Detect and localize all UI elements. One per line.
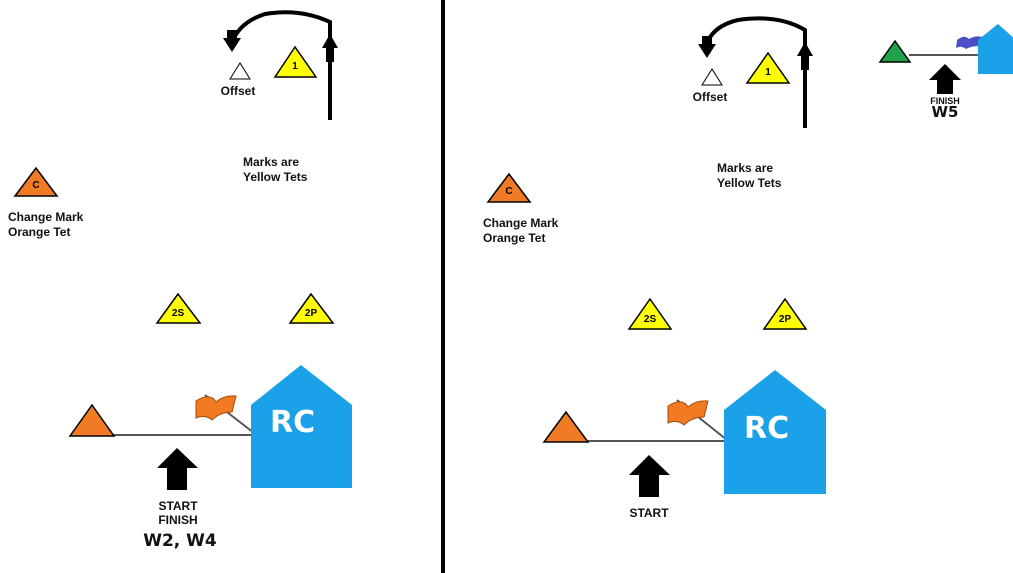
marks-note-line2: Yellow Tets (243, 170, 308, 184)
mark-1-label: 1 (292, 61, 298, 72)
change-mark-line1: Change Mark (8, 210, 84, 224)
course-path (704, 16, 807, 128)
right-course-drawing (486, 16, 1013, 497)
finish-label: FINISH (158, 513, 198, 527)
arrow-up-icon (797, 42, 813, 70)
offset-label: Offset (692, 90, 728, 104)
finish-boat-icon (978, 24, 1013, 74)
gate-2p-icon (762, 297, 808, 330)
change-mark-symbol: C (32, 180, 40, 191)
panel-divider (441, 0, 445, 573)
start-label: START (629, 506, 669, 520)
change-mark-symbol: C (505, 186, 513, 197)
arrow-down-stem (227, 30, 237, 40)
marks-note-line1: Marks are (243, 155, 300, 169)
marks-note-line2: Yellow Tets (717, 176, 782, 190)
pin-mark-icon (542, 410, 590, 443)
left-course-drawing (13, 10, 352, 490)
gate-2s-icon (627, 297, 673, 330)
left-course-diagram: Offset 1 Marks are Yellow Tets C Change … (0, 0, 440, 573)
blue-flag-icon (956, 36, 982, 49)
gate-2s-label: 2S (171, 308, 185, 319)
arrow-up-icon (322, 34, 338, 62)
gate-2p-label: 2P (778, 314, 792, 325)
start-arrow-icon (629, 455, 670, 497)
offset-mark-icon (701, 68, 723, 86)
rc-boat-icon (724, 370, 826, 494)
rc-label: RC (744, 411, 790, 446)
gate-2s-label: 2S (643, 314, 657, 325)
orange-flag-icon (667, 400, 709, 426)
marks-note-line1: Marks are (717, 161, 774, 175)
finish-label: FINISH (930, 96, 960, 106)
rc-boat-icon (251, 365, 352, 488)
green-pin-icon (878, 39, 912, 63)
start-label: START (158, 499, 198, 513)
offset-mark-icon (229, 62, 251, 80)
offset-label: Offset (220, 84, 256, 98)
legs-label: W5 (931, 103, 959, 121)
gate-2p-label: 2P (304, 308, 318, 319)
course-path (230, 10, 332, 120)
start-arrow-icon (157, 448, 198, 490)
change-mark-line2: Orange Tet (8, 225, 71, 239)
mark-1-label: 1 (765, 67, 771, 78)
mark-1-icon (273, 45, 318, 78)
pin-mark-icon (68, 403, 116, 437)
change-mark-line2: Orange Tet (483, 231, 546, 245)
change-mark-icon (486, 172, 532, 203)
right-course-diagram: Offset 1 Marks are Yellow Tets FINISH W5… (448, 0, 1013, 573)
orange-flag-icon (195, 395, 237, 421)
gate-2s-icon (155, 292, 202, 324)
legs-label: W2, W4 (143, 531, 217, 551)
mark-1-icon (745, 51, 791, 84)
finish-arrow-icon (929, 64, 961, 94)
gate-2p-icon (288, 292, 335, 324)
change-mark-icon (13, 166, 59, 197)
rc-label: RC (270, 405, 316, 440)
arrow-down-icon (698, 44, 716, 58)
arrow-down-stem (702, 36, 712, 46)
change-mark-line1: Change Mark (483, 216, 559, 230)
arrow-down-icon (223, 38, 241, 52)
